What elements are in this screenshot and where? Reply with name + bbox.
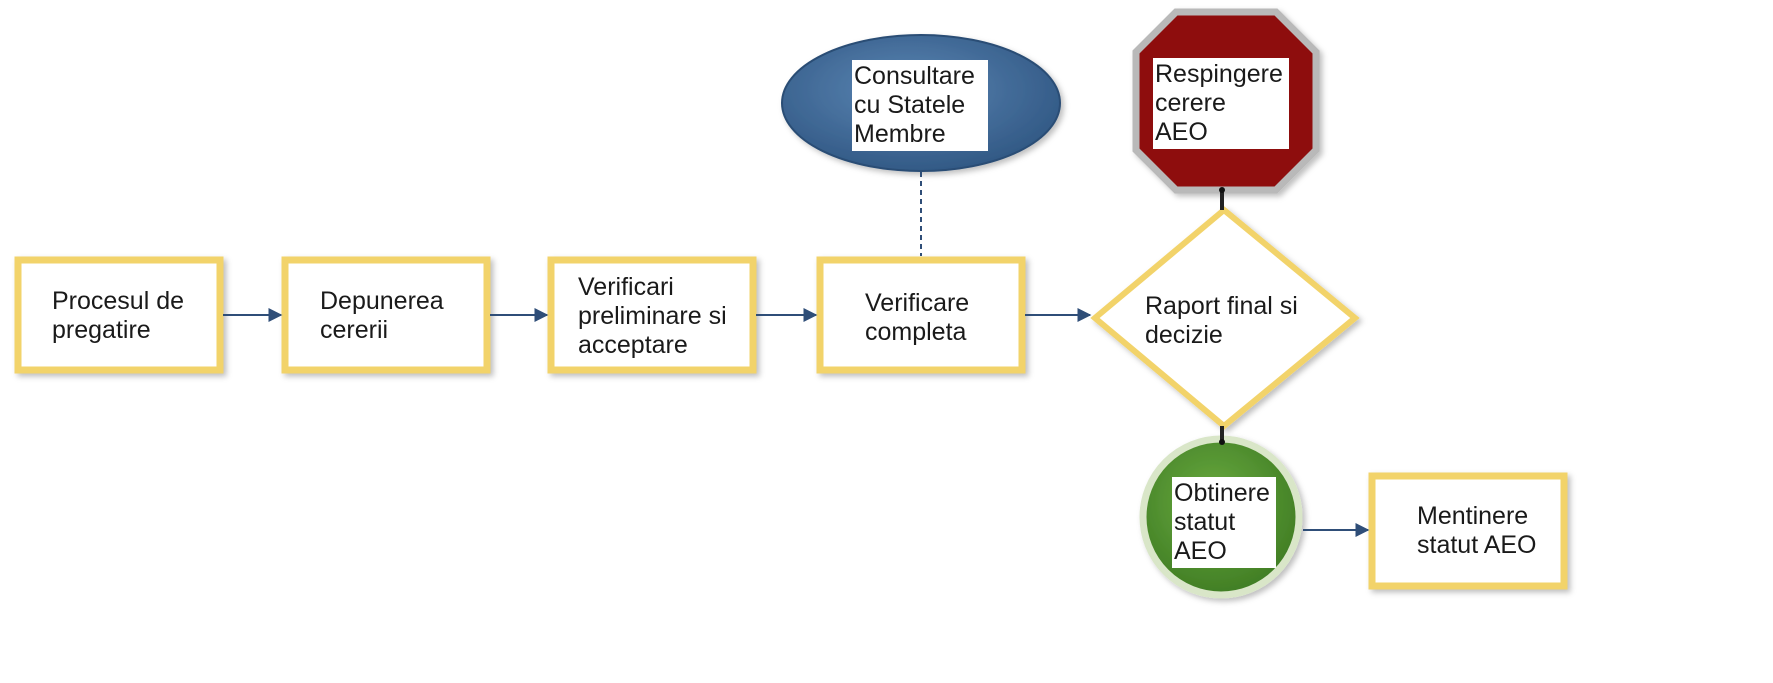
rejection-label: Respingere cerere AEO (1153, 58, 1289, 149)
connector-dot-bottom (1219, 439, 1225, 445)
approval-label: Obtinere statut AEO (1172, 477, 1276, 568)
consultation-label: Consultare cu Statele Membre (852, 60, 988, 151)
decision-label-raport-final: Raport final si decizie (1145, 292, 1298, 349)
step-label-verificari-preliminare: Verificari preliminare si acceptare (578, 273, 727, 359)
step-label-verificare-completa: Verificare completa (865, 289, 970, 346)
step-box-depunere (281, 256, 491, 374)
step-box-verificari-preliminare (547, 256, 757, 374)
connector-dot-top (1219, 187, 1225, 193)
step-box-pregatire (14, 256, 224, 374)
step-box-mentinere (1368, 472, 1568, 590)
step-label-pregatire: Procesul de pregatire (52, 287, 185, 344)
step-box-verificare-completa (816, 256, 1026, 374)
step-label-mentinere: Mentinere statut AEO (1417, 502, 1537, 559)
step-label-depunere: Depunerea cererii (320, 287, 444, 344)
